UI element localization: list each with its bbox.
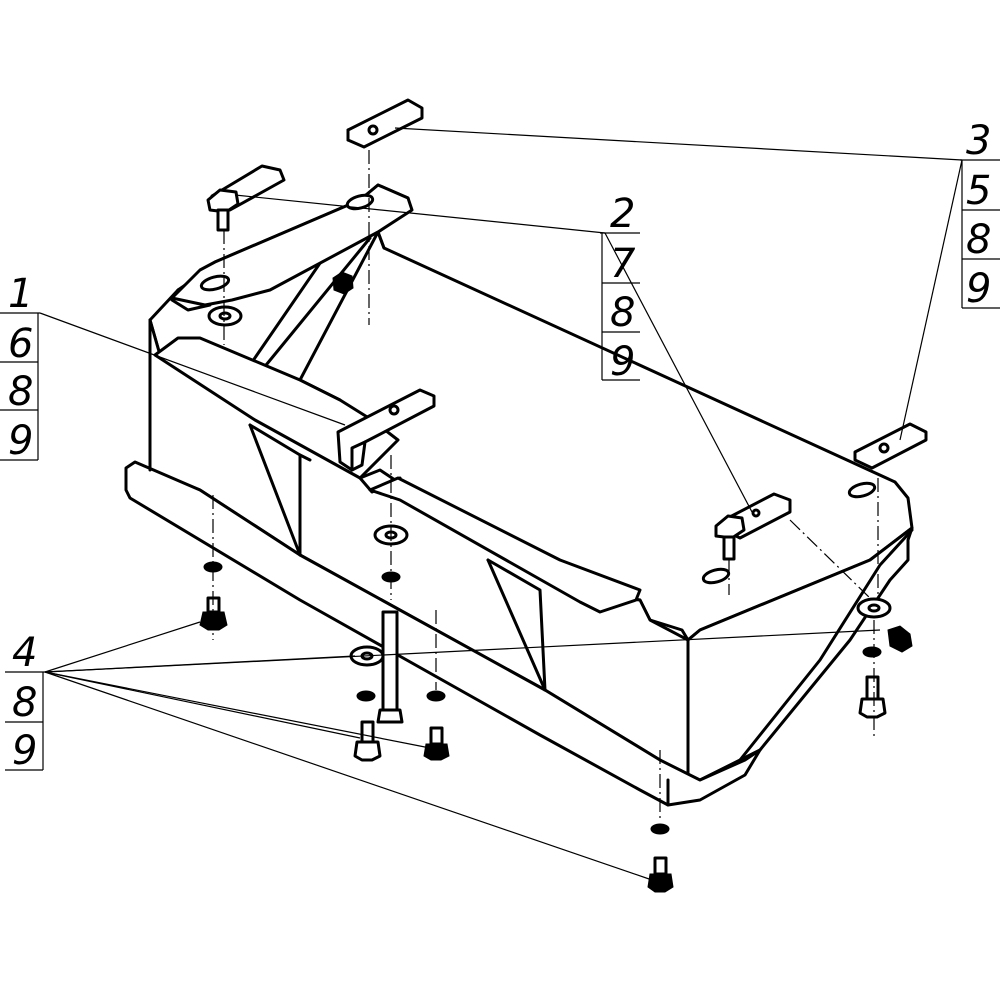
leader-lines <box>39 127 963 881</box>
callout-1-row-1: 6 <box>8 321 33 367</box>
callout-2: 2 7 8 9 <box>600 191 640 385</box>
bracket-plate-right <box>853 422 928 470</box>
callout-4-row-2: 9 <box>12 728 37 774</box>
l-bracket-middle <box>336 388 436 472</box>
hardware-fasteners <box>199 305 913 893</box>
callout-4-top: 4 <box>12 630 37 676</box>
assembly-center-lines <box>212 150 879 820</box>
callout-3-row-1: 5 <box>966 168 991 214</box>
callout-2-row-1: 7 <box>610 241 636 287</box>
callout-1-row-3: 9 <box>8 418 33 464</box>
callout-2-top: 2 <box>610 191 635 237</box>
callout-4-row-1: 8 <box>12 680 37 726</box>
bracket-plate-top-center <box>346 98 424 149</box>
front-face-gussets <box>248 423 547 692</box>
bracket-plate-right-lower <box>714 492 792 561</box>
callout-1-row-2: 8 <box>8 369 33 415</box>
right-end-slots <box>701 481 877 585</box>
callout-2-row-2: 8 <box>610 290 635 336</box>
reinforcement-strip-top <box>170 183 414 307</box>
callout-3: 3 5 8 9 <box>960 118 1000 312</box>
callout-1-top: 1 <box>8 271 33 317</box>
callout-3-row-2: 8 <box>966 217 991 263</box>
callout-3-row-3: 9 <box>966 266 991 312</box>
callout-1: 1 6 8 9 <box>0 271 40 464</box>
callout-4: 4 8 9 <box>5 630 45 774</box>
callout-2-row-3: 9 <box>610 339 635 385</box>
callout-3-top: 3 <box>966 118 991 164</box>
bracket-plate-left <box>206 164 286 232</box>
